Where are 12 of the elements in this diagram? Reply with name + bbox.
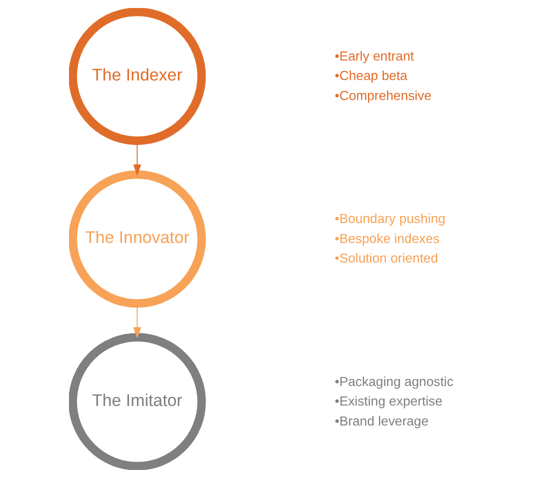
node-label: •Early entrant: [334, 48, 414, 64]
node-label: •Cheap beta: [334, 68, 407, 84]
node-circle: The Indexer: [68, 8, 206, 145]
node-label: •Comprehensive: [334, 88, 431, 103]
node-label: •Brand leverage: [334, 413, 428, 428]
node-label: •Existing expertise: [334, 394, 442, 409]
node-label: •Solution oriented: [334, 250, 438, 266]
node-label: •Bespoke indexes: [334, 230, 440, 246]
node-label: •Packaging agnostic: [334, 374, 453, 389]
node-circle: The Imitator: [68, 333, 206, 470]
node-circle: The Innovator: [68, 170, 206, 308]
node-label: •Boundary pushing: [334, 211, 445, 226]
